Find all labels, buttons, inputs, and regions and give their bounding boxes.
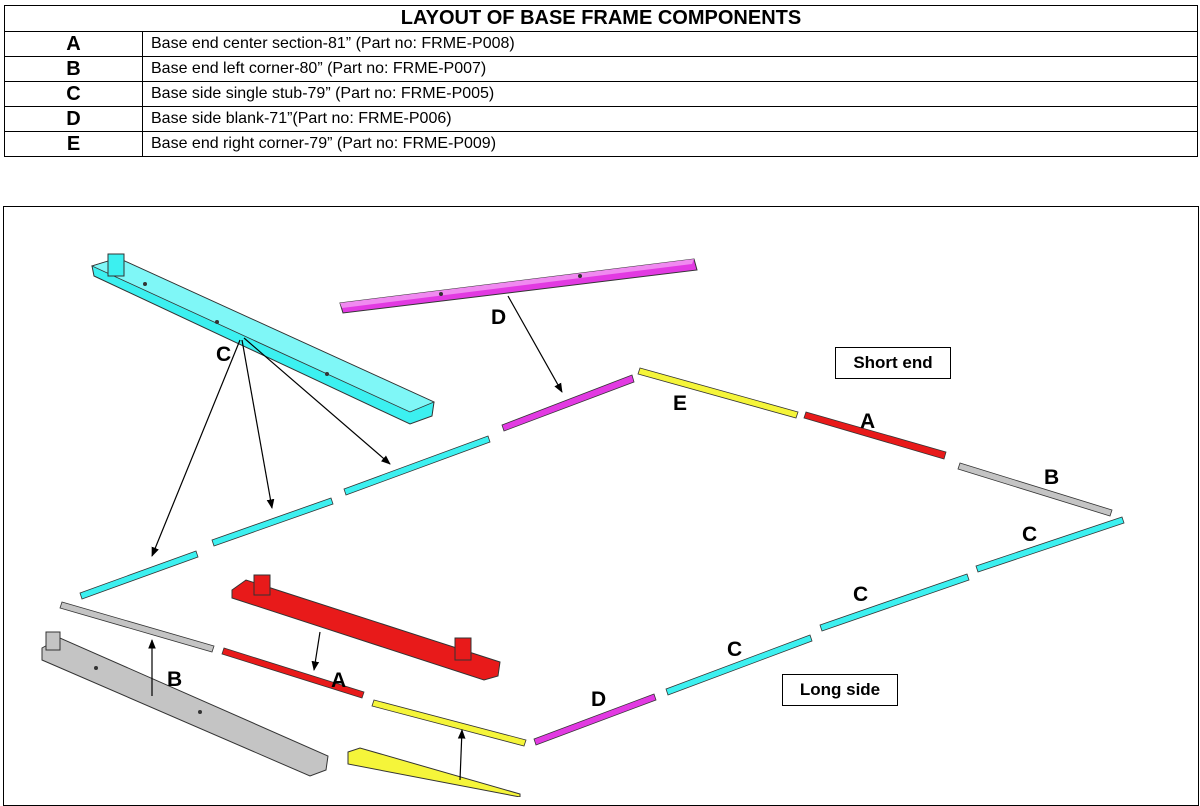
table-row: E Base end right corner-79” (Part no: FR… xyxy=(4,131,1198,157)
part-d-large xyxy=(339,258,698,314)
row-key: B xyxy=(4,56,143,82)
label-b: B xyxy=(167,668,182,691)
label-c: C xyxy=(216,343,231,366)
table-row: C Base side single stub-79” (Part no: FR… xyxy=(4,81,1198,107)
row-key: A xyxy=(4,31,143,57)
row-description: Base side blank-71”(Part no: FRME-P006) xyxy=(142,106,1198,132)
label-a: A xyxy=(860,410,875,433)
label-b: B xyxy=(1044,466,1059,489)
label-e: E xyxy=(673,392,687,415)
row-key: E xyxy=(4,131,143,157)
components-table: LAYOUT OF BASE FRAME COMPONENTS A Base e… xyxy=(4,5,1198,157)
part-b-large xyxy=(41,631,329,777)
part-c-large xyxy=(90,253,436,425)
assembled-frame xyxy=(59,367,1125,747)
part-e-large xyxy=(347,747,521,797)
arrows xyxy=(148,295,563,781)
part-a-large xyxy=(231,574,501,681)
label-c: C xyxy=(853,583,868,606)
label-c: C xyxy=(727,638,742,661)
label-a: A xyxy=(331,669,346,692)
label-c: C xyxy=(1022,523,1037,546)
long-side-callout: Long side xyxy=(782,674,898,706)
row-description: Base end right corner-79” (Part no: FRME… xyxy=(142,131,1198,157)
row-description: Base side single stub-79” (Part no: FRME… xyxy=(142,81,1198,107)
label-d: D xyxy=(491,306,506,329)
table-row: D Base side blank-71”(Part no: FRME-P006… xyxy=(4,106,1198,132)
table-row: B Base end left corner-80” (Part no: FRM… xyxy=(4,56,1198,82)
row-description: Base end left corner-80” (Part no: FRME-… xyxy=(142,56,1198,82)
row-key: D xyxy=(4,106,143,132)
short-end-callout: Short end xyxy=(835,347,951,379)
table-title: LAYOUT OF BASE FRAME COMPONENTS xyxy=(4,5,1198,32)
label-d: D xyxy=(591,688,606,711)
